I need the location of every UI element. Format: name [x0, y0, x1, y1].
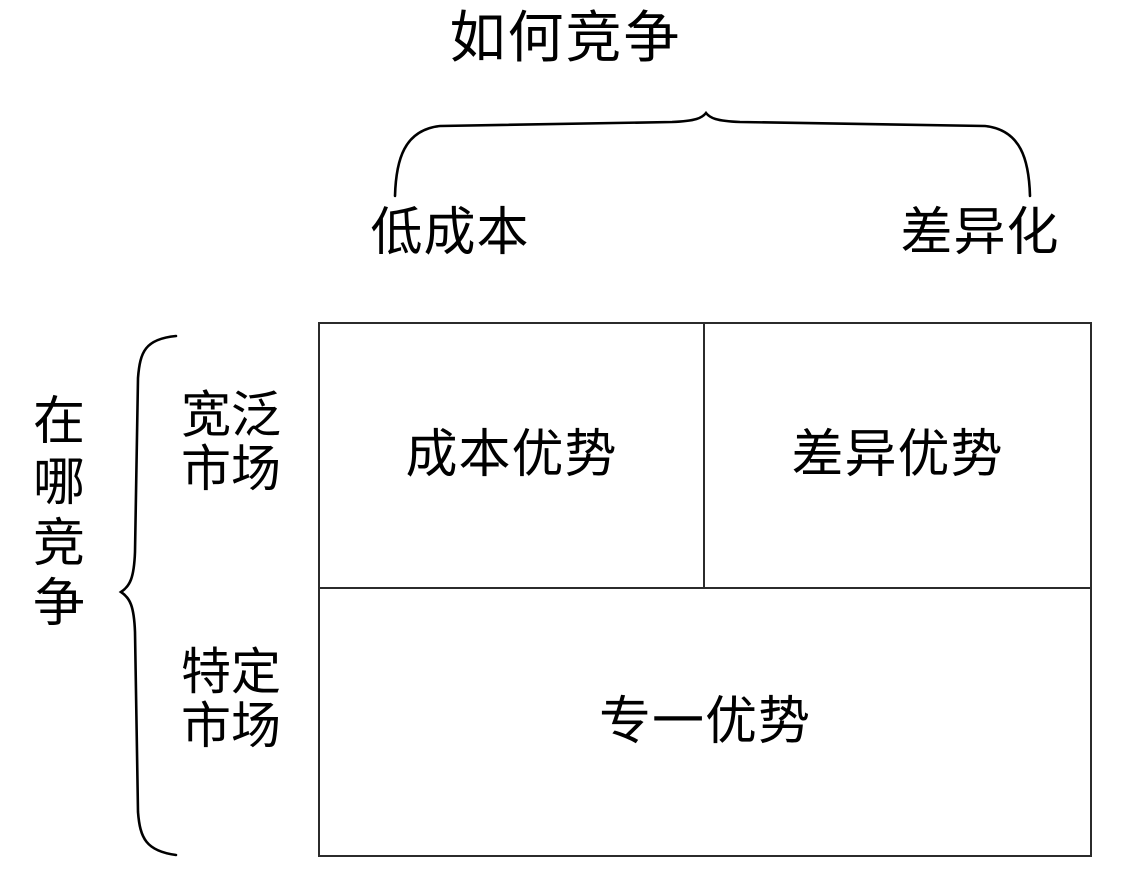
left-brace-icon [118, 334, 178, 857]
row-label-niche-market: 特定 市场 [168, 645, 294, 753]
vertical-axis-title-char-1: 在 [32, 392, 85, 452]
matrix-cell-focus-advantage[interactable]: 专一优势 [598, 691, 811, 752]
matrix-cell-cost-advantage[interactable]: 成本优势 [320, 324, 705, 587]
horizontal-axis-title: 如何竞争 [449, 6, 682, 71]
vertical-axis-title-char-3: 竞 [32, 513, 85, 574]
strategy-matrix: 成本优势 差异优势 专一优势 [318, 322, 1092, 857]
row-label-broad-market: 宽泛 市场 [168, 388, 294, 496]
vertical-axis-title-char-2: 哪 [32, 452, 85, 513]
vertical-axis-title: 在 哪 竞 争 [26, 392, 92, 635]
row-label-niche-market-line-1: 特定 [181, 643, 281, 701]
matrix-row-niche-market: 专一优势 [320, 589, 1090, 855]
top-brace-icon [393, 110, 1032, 198]
vertical-axis-title-char-4: 争 [32, 574, 85, 635]
row-label-broad-market-line-1: 宽泛 [181, 386, 281, 444]
row-label-niche-market-line-2: 市场 [181, 697, 281, 755]
matrix-cell-differentiation-advantage[interactable]: 差异优势 [791, 425, 1004, 486]
column-header-low-cost: 低成本 [370, 203, 530, 263]
row-label-broad-market-line-2: 市场 [181, 440, 281, 498]
matrix-row-broad-market: 成本优势 差异优势 [320, 324, 1090, 589]
column-header-differentiation: 差异化 [900, 203, 1060, 263]
